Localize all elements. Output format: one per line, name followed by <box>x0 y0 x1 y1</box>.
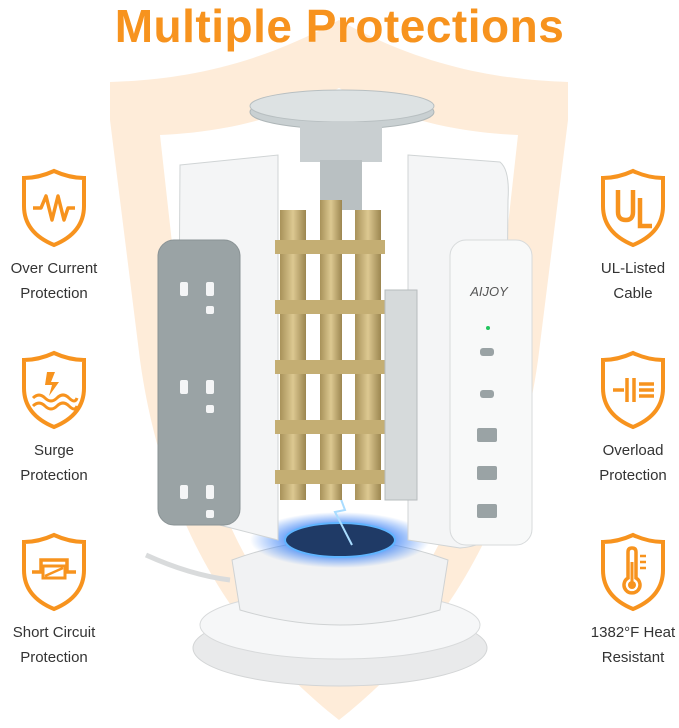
overload-icon <box>601 350 665 430</box>
feature-label: Short Circuit Protection <box>12 624 96 666</box>
feature-ul-listed: UL-Listed Cable <box>573 168 679 306</box>
feature-overload: Overload Protection <box>573 350 679 488</box>
thermometer-icon <box>601 532 665 612</box>
feature-over-current: Over Current Protection <box>0 168 114 306</box>
surge-wave-icon <box>22 350 86 430</box>
busbar-assembly <box>275 200 385 500</box>
short-circuit-icon <box>22 532 86 612</box>
feature-label: Over Current Protection <box>10 260 98 302</box>
feature-heat-resistant: 1382°F Heat Resistant <box>573 532 679 670</box>
feature-surge: Surge Protection <box>0 350 114 488</box>
current-wave-icon <box>22 168 86 248</box>
feature-short-circuit: Short Circuit Protection <box>0 532 114 670</box>
ul-listed-icon <box>601 168 665 248</box>
page-title: Multiple Protections <box>114 0 565 52</box>
feature-label: Surge Protection <box>20 442 88 484</box>
feature-label: 1382°F Heat Resistant <box>590 624 676 666</box>
feature-label: Overload Protection <box>599 442 667 484</box>
feature-label: UL-Listed Cable <box>600 260 666 302</box>
brand-logo: AIJOY <box>469 284 509 299</box>
